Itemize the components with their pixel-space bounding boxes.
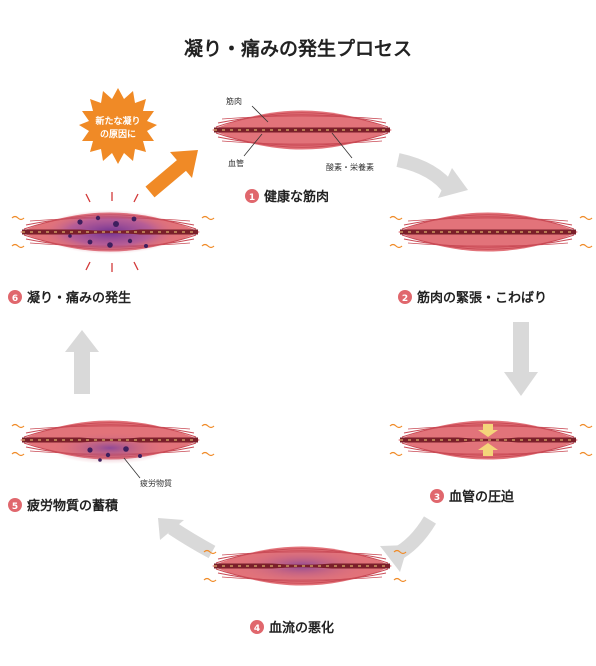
- pain-marks-icon: [85, 192, 139, 272]
- svg-text:3: 3: [434, 493, 440, 503]
- step-3-label: 3 血管の圧迫: [430, 489, 515, 505]
- muscle-healthy: [211, 110, 393, 150]
- svg-text:血管の圧迫: 血管の圧迫: [449, 489, 515, 505]
- fatigue-dots-dense: [68, 215, 148, 248]
- burst-text-line1: 新たな凝り: [95, 115, 140, 127]
- cycle-arrow-5-6: [65, 330, 99, 394]
- orange-arrow-6-1: [145, 150, 198, 198]
- muscle-poor-flow: [203, 546, 407, 586]
- muscle-pain: [11, 192, 215, 272]
- svg-text:5: 5: [12, 502, 18, 512]
- annotation-nutrients: 酸素・栄養素: [326, 132, 374, 172]
- svg-text:血流の悪化: 血流の悪化: [269, 620, 334, 636]
- svg-text:筋肉の緊張・こわばり: 筋肉の緊張・こわばり: [416, 290, 547, 306]
- fatigue-dots: [87, 446, 142, 462]
- svg-text:2: 2: [402, 294, 408, 304]
- step-5-label: 5 疲労物質の蓄積: [8, 498, 119, 514]
- burst-badge: 新たな凝り の原因に: [79, 88, 157, 164]
- burst-text-line2: の原因に: [100, 129, 136, 140]
- svg-text:1: 1: [249, 193, 255, 203]
- muscle-vessel-compressed: [389, 420, 593, 460]
- muscle-tense: [389, 212, 593, 252]
- compress-arrow-up-icon: [478, 443, 498, 456]
- page-title: 凝り・痛みの発生プロセス: [184, 37, 412, 60]
- annotation-vessel: 血管: [228, 133, 263, 168]
- step-1-label: 1 健康な筋肉: [245, 189, 329, 205]
- cycle-arrow-1-2: [396, 153, 468, 198]
- annotation-fatigue: 疲労物質: [123, 457, 172, 488]
- svg-text:酸素・栄養素: 酸素・栄養素: [326, 162, 374, 172]
- cycle-arrow-2-3: [504, 322, 538, 396]
- svg-text:血管: 血管: [228, 158, 244, 168]
- burst-icon: [79, 88, 157, 164]
- cycle-arrow-3-4: [380, 516, 437, 572]
- step-6-label: 6 凝り・痛みの発生: [8, 290, 131, 306]
- svg-text:6: 6: [12, 294, 18, 304]
- svg-text:凝り・痛みの発生: 凝り・痛みの発生: [27, 290, 131, 306]
- step-2-label: 2 筋肉の緊張・こわばり: [398, 290, 547, 306]
- svg-text:疲労物質: 疲労物質: [140, 478, 172, 488]
- annotation-muscle: 筋肉: [226, 96, 269, 123]
- cycle-arrow-4-5: [158, 518, 216, 559]
- compress-arrow-down-icon: [478, 424, 498, 437]
- svg-text:4: 4: [254, 624, 260, 634]
- svg-text:筋肉: 筋肉: [226, 96, 242, 106]
- muscle-fatigue-accumulation: [11, 420, 215, 464]
- svg-text:疲労物質の蓄積: 疲労物質の蓄積: [27, 498, 119, 514]
- step-4-label: 4 血流の悪化: [250, 620, 334, 636]
- svg-text:健康な筋肉: 健康な筋肉: [264, 189, 329, 205]
